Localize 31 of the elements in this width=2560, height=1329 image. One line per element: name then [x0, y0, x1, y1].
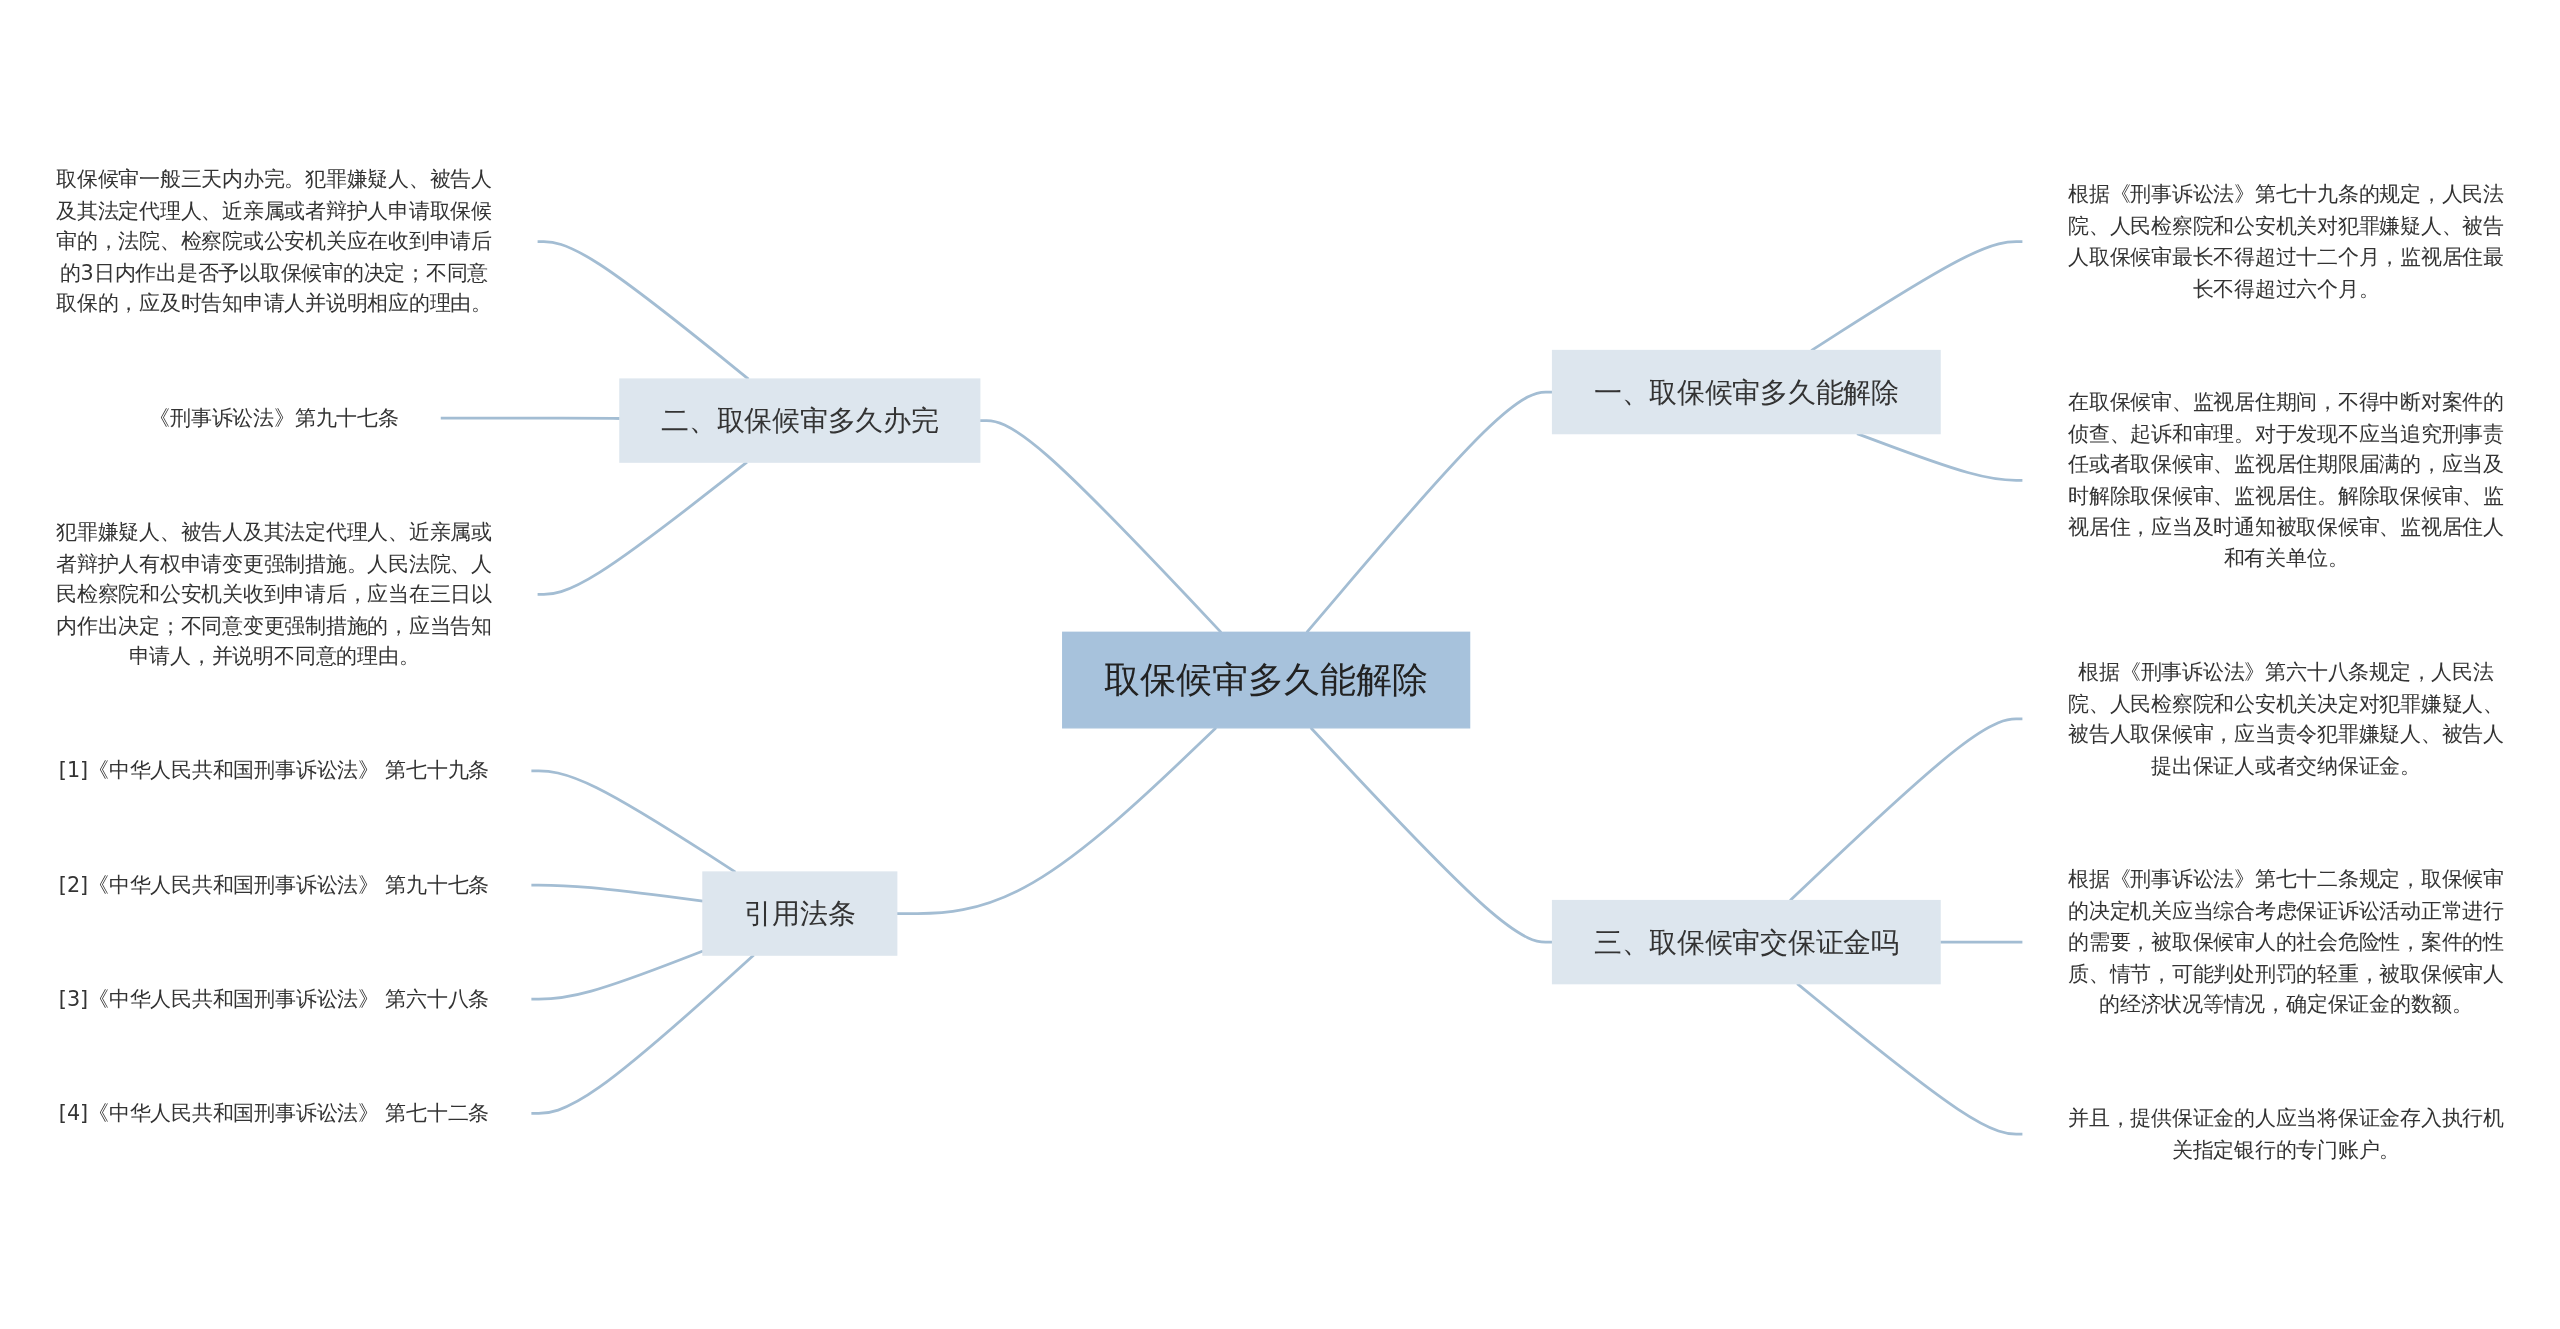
node-text: [2]《中华人民共和国刑事诉讼法》 第九十七条 — [58, 872, 490, 898]
connector — [536, 461, 748, 596]
connector — [1856, 432, 2024, 482]
node-box: 引用法条 — [702, 871, 898, 956]
node-text: [4]《中华人民共和国刑事诉讼法》 第七十二条 — [58, 1100, 490, 1126]
node-text: 根据《刑事诉讼法》第六十八条规定，人民法院、人民检察院和公安机关决定对犯罪嫌疑人、被告人取保候审，应当责令犯罪嫌疑人、被告人提出保证人或者交纳保证金。 — [2068, 659, 2504, 778]
node-text: 根据《刑事诉讼法》第七十九条的规定，人民法院、人民检察院和公安机关对犯罪嫌疑人、被告人取保候审最长不得超过十二个月，监视居住最长不得超过六个月。 — [2068, 182, 2504, 301]
node-text: 取保候审一般三天内办完。犯罪嫌疑人、被告人及其法定代理人、近亲属或者辩护人申请取保候审的，法院、检察院或公安机关应在收到申请后的3日内作出是否予以取保候审的决定；不同意取保的，应及时告知申请人并说明相应的理由。 — [56, 166, 492, 316]
node-box: 三、取保候审交保证金吗 — [1551, 899, 1941, 985]
connector — [1305, 390, 1553, 634]
node-text: 在取保候审、监视居住期间，不得中断对案件的侦查、起诉和审理。对于发现不应当追究刑事责任或者取保候审、监视居住期限届满的，应当及时解除取保候审、监视居住。解除取保候审、监视居住，应当及时通知被取保候审、监视居住人和有关单位。 — [2068, 389, 2504, 571]
node-box: 一、取保候审多久能解除 — [1551, 349, 1941, 435]
node-text: [1]《中华人民共和国刑事诉讼法》 第七十九条 — [58, 758, 490, 783]
node-text: 犯罪嫌疑人、被告人及其法定代理人、近亲属或者辩护人有权申请变更强制措施。人民法院、人民检察院和公安机关收到申请后，应当在三日以内作出决定；不同意变更强制措施的，应当告知申请人，并说明不同意的理由。 — [56, 519, 492, 669]
node-text: [3]《中华人民共和国刑事诉讼法》 第六十八条 — [58, 986, 490, 1012]
connector — [1796, 982, 2024, 1136]
connector — [1789, 717, 2024, 902]
connector — [979, 419, 1223, 634]
connector — [1309, 726, 1553, 944]
connector — [440, 416, 620, 420]
connector — [530, 954, 755, 1115]
connector — [896, 726, 1218, 915]
connector — [530, 769, 737, 874]
node-text: 并且，提供保证金的人应当将保证金存入执行机关指定银行的专门账户。 — [2068, 1105, 2504, 1162]
connector — [1810, 240, 2024, 352]
connector — [1940, 940, 2024, 944]
connector — [536, 240, 750, 381]
node-text: 根据《刑事诉讼法》第七十二条规定，取保候审的决定机关应当综合考虑保证诉讼活动正常进行的需要，被取保候审人的社会危险性，案件的性质、情节，可能判处刑罚的轻重，被取保候审人的经济状况等情况，确定保证金的数额。 — [2068, 867, 2504, 1017]
node-box: 取保候审多久能解除 — [1062, 631, 1471, 729]
node-box: 二、取保候审多久办完 — [619, 378, 981, 463]
node-text: 《刑事诉讼法》第九十七条 — [149, 405, 399, 431]
